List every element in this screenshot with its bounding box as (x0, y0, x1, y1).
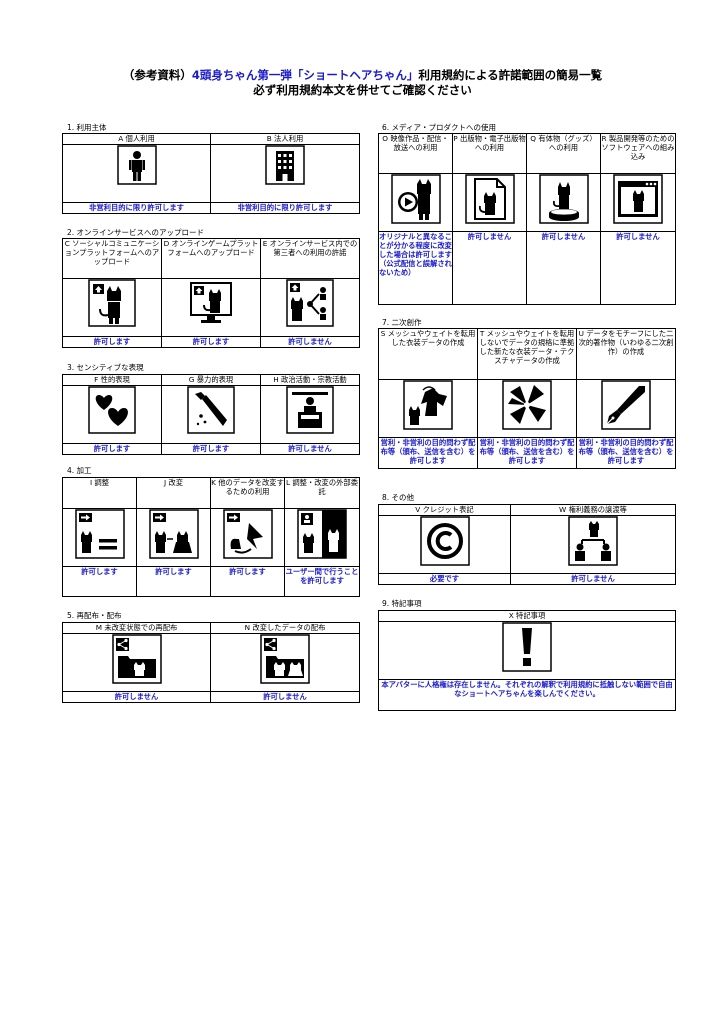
exclamation-icon (502, 622, 552, 672)
cell-e-status: 許可しません (260, 336, 360, 348)
cell-o-head: O 映像作品・配信・放送への利用 (378, 133, 453, 174)
cell-h-status: 許可しません (260, 443, 360, 455)
cell-m-status: 許可しません (62, 691, 211, 703)
page-title: （参考資料）4頭身ちゃん第一弾「ショートヘアちゃん」利用規約による許諾範囲の簡易… (0, 68, 725, 98)
cell-q-head: Q 有体物（グッズ）への利用 (526, 133, 601, 174)
cell-r-status: 許可しません (600, 231, 676, 305)
section-2-table: C ソーシャルコミュニケーションプラットフォームへのアップロード D オンライン… (62, 238, 360, 348)
transfer-rights-icon (568, 516, 618, 566)
section-9-label: 9. 特記事項 (382, 599, 422, 608)
new-clothes-icon (502, 380, 552, 430)
document-cat-icon (464, 174, 515, 224)
monitor-upload-icon (190, 282, 232, 323)
page-subtitle: 必ず利用規約本文を併せてご確認ください (253, 83, 472, 97)
pen-nib-icon (601, 380, 651, 430)
person-icon (116, 145, 157, 185)
cell-p-head: P 出版物・電子出版物への利用 (452, 133, 527, 174)
cell-l-status: ユーザー間で行うことを許可します (284, 566, 360, 597)
cell-x-status: 本アバターに人格権は存在しません。それぞれの解釈で利用規約に抵触しない範囲で自由… (378, 679, 676, 711)
section-5-table: M 未改変状態での再配布 N 改変したデータの配布 (62, 622, 360, 703)
cell-b-head: B 法人利用 (210, 133, 360, 145)
cell-k-head: K 他のデータを改変するための利用 (210, 477, 285, 509)
cell-f-status: 許可します (62, 443, 162, 455)
cell-h-head: H 政治活動・宗教活動 (260, 374, 360, 386)
cell-e-head: E オンラインサービス内での第三者への利用の許諾 (260, 238, 360, 279)
cell-u-status: 営利・非営利の目的問わず配布等（頒布、送信を含む）を許可します (576, 437, 676, 469)
cell-j-status: 許可します (136, 566, 211, 597)
cell-m-head: M 未改変状態での再配布 (62, 622, 211, 634)
cell-i-status: 許可します (62, 566, 137, 597)
section-4-label: 4. 加工 (67, 466, 92, 475)
section-4-table: I 調整 J 改変 K 他のデータを改変するための利用 L 調整・改変の外部委託 (62, 477, 360, 597)
cell-p-status: 許可しません (452, 231, 527, 305)
share-users-icon (286, 279, 334, 327)
software-window-icon (613, 174, 663, 224)
cell-l-head: L 調整・改変の外部委託 (284, 477, 360, 509)
cell-x-head: X 特記事項 (378, 610, 676, 622)
cell-v-status: 必要です (378, 573, 511, 585)
cell-o-status: オリジナルと異なることが分かる程度に改変した場合は許可します（公式配信と誤解され… (378, 231, 453, 305)
cell-w-head: W 権利義務の譲渡等 (510, 504, 676, 516)
cell-w-status: 許可しません (510, 573, 676, 585)
section-6-table: O 映像作品・配信・放送への利用 P 出版物・電子出版物への利用 Q 有体物（グ… (378, 133, 676, 305)
section-5-label: 5. 再配布・配布 (67, 611, 122, 620)
cell-q-status: 許可しません (526, 231, 601, 305)
section-6-label: 6. メディア・プロダクトへの使用 (382, 123, 497, 132)
shirt-transfer-icon (403, 380, 453, 430)
cell-a-head: A 個人利用 (62, 133, 211, 145)
cell-i-head: I 調整 (62, 477, 137, 509)
cell-k-status: 許可します (210, 566, 285, 597)
section-3-table: F 性的表現 G 暴力的表現 H 政治活動・宗教活動 許可します 許可 (62, 374, 360, 455)
section-7-label: 7. 二次創作 (382, 318, 422, 327)
cell-s-status: 営利・非営利の目的問わず配布等（頒布、送信を含む）を許可します (378, 437, 478, 469)
cell-n-head: N 改変したデータの配布 (210, 622, 360, 634)
copyright-icon (419, 516, 470, 566)
cell-b-status: 非営利目的に限り許可します (210, 202, 360, 214)
modify-icon (148, 509, 199, 559)
section-1-label: 1. 利用主体 (67, 123, 107, 132)
cell-t-head: T メッシュやウェイトを転用しないでデータの規格に準拠した新たな衣装データ・テク… (477, 328, 577, 380)
cell-u-head: U データをモチーフにした二次的著作物（いわゆる二次創作）の作成 (576, 328, 676, 380)
cell-d-status: 許可します (161, 336, 261, 348)
podium-icon (286, 386, 334, 434)
upload-cat-icon (88, 279, 136, 327)
hearts-icon (88, 386, 136, 434)
cell-t-status: 営利・非営利の目的問わず配布等（頒布、送信を含む）を許可します (477, 437, 577, 469)
cell-c-head: C ソーシャルコミュニケーションプラットフォームへのアップロード (62, 238, 162, 279)
cell-d-head: D オンラインゲームプラットフォームへのアップロード (161, 238, 261, 279)
cell-g-status: 許可します (161, 443, 261, 455)
cell-v-head: V クレジット表記 (378, 504, 511, 516)
section-9-table: X 特記事項 本アバターに人格権は存在しません。それぞれの解釈で利用規約に抵触し… (378, 610, 676, 711)
section-1-table: A 個人利用 B 法人利用 非営利目的に限り許可します 非営利目的に限り許可しま… (62, 133, 360, 214)
redistribute-icon (111, 634, 162, 684)
cell-j-head: J 改変 (136, 477, 211, 509)
use-other-icon (222, 509, 273, 559)
cell-f-head: F 性的表現 (62, 374, 162, 386)
cell-r-head: R 製品開発等のためのソフトウェアへの組み込み (600, 133, 676, 174)
video-cat-icon (390, 174, 441, 224)
cell-c-status: 許可します (62, 336, 162, 348)
knife-icon (187, 386, 235, 434)
adjust-icon (74, 509, 125, 559)
figure-icon (538, 174, 589, 224)
cell-g-head: G 暴力的表現 (161, 374, 261, 386)
cell-a-status: 非営利目的に限り許可します (62, 202, 211, 214)
section-8-label: 8. その他 (382, 493, 415, 502)
section-8-table: V クレジット表記 W 権利義務の譲渡等 必要です 許可しません (378, 504, 676, 585)
cell-s-head: S メッシュやウェイトを転用した衣装データの作成 (378, 328, 478, 380)
section-3-label: 3. センシティブな表現 (67, 363, 144, 372)
building-icon (265, 145, 305, 185)
section-7-table: S メッシュやウェイトを転用した衣装データの作成 T メッシュやウェイトを転用し… (378, 328, 676, 469)
cell-n-status: 許可しません (210, 691, 360, 703)
distribute-modified-icon (260, 634, 310, 684)
section-2-label: 2. オンラインサービスへのアップロード (67, 228, 205, 237)
outsource-icon (297, 509, 347, 559)
